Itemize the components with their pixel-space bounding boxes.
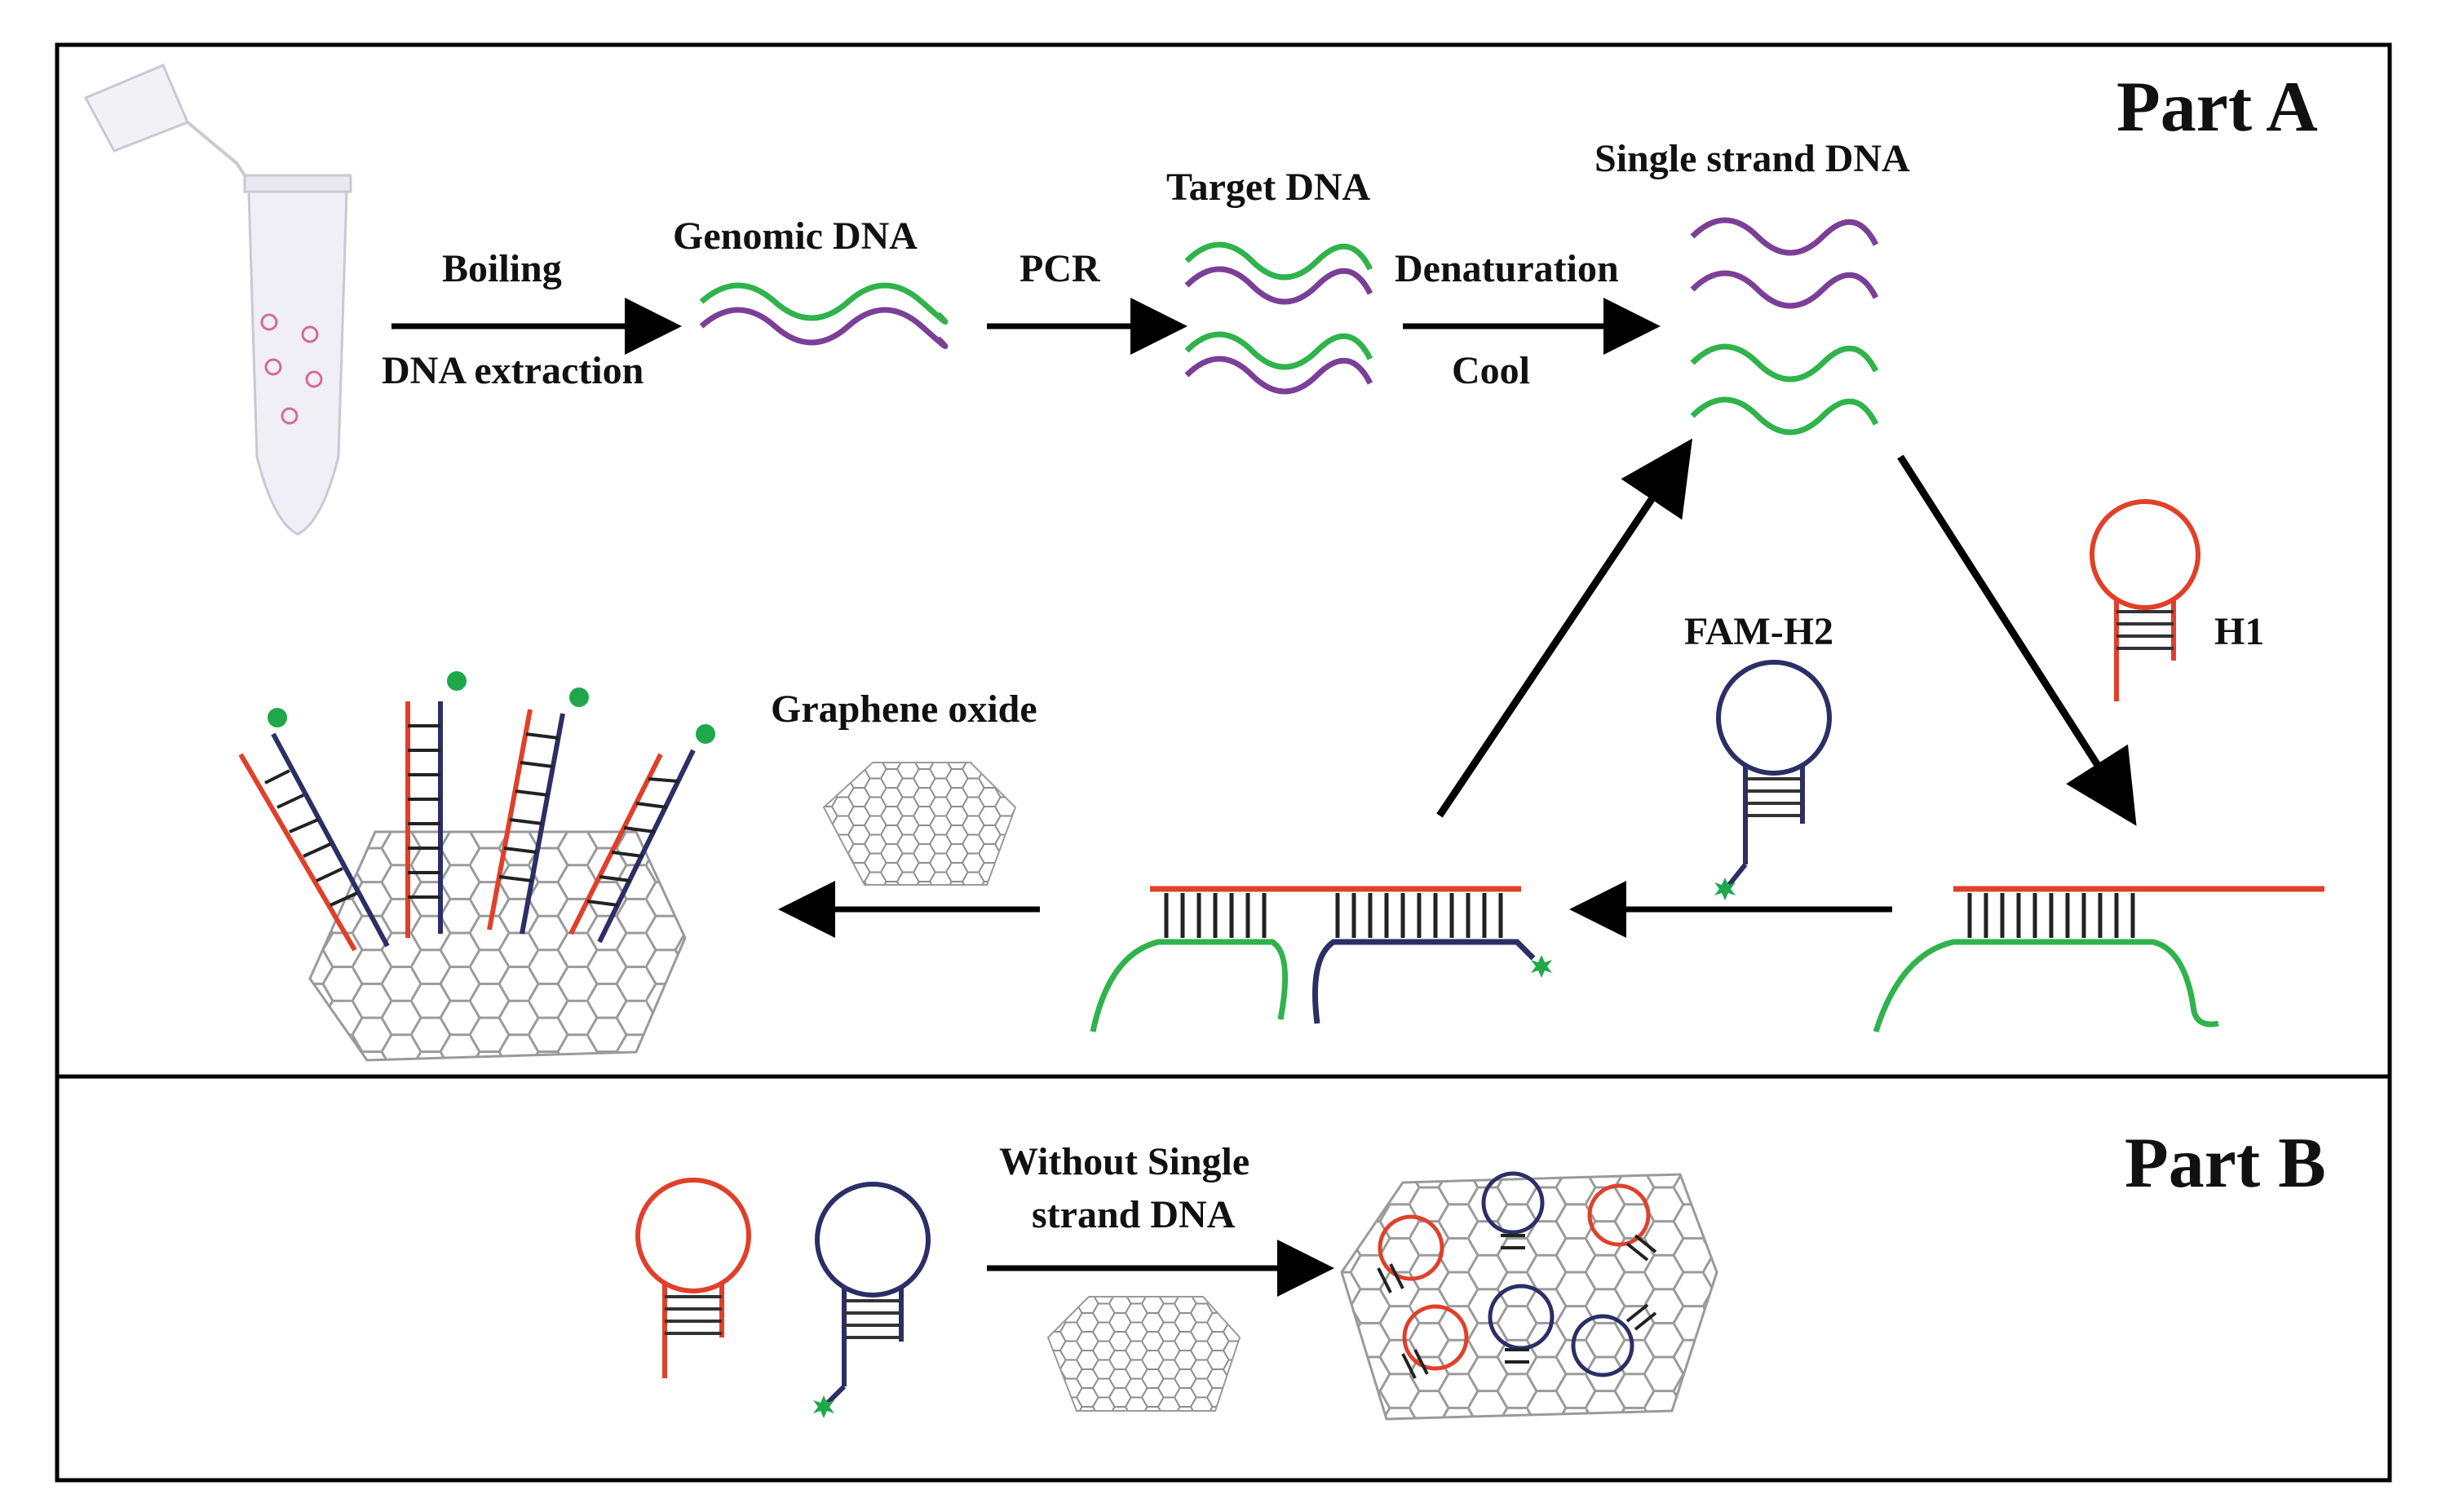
h1-hairpin (2090, 499, 2200, 701)
part-b-frame (55, 1074, 2392, 1483)
label-cool: Cool (1452, 349, 1530, 392)
label-target-dna: Target DNA (1166, 166, 1371, 209)
fam-label-1-icon (268, 708, 287, 727)
fam-label-2-icon (447, 671, 467, 691)
fam-star-complex-icon (1531, 955, 1552, 978)
label-h1: H1 (2214, 610, 2264, 653)
sample-tube (83, 64, 352, 536)
single-strand-dna (1690, 217, 1879, 435)
label-graphene-oxide: Graphene oxide (771, 687, 1037, 731)
genomic-dna-strands (699, 282, 949, 349)
arrow-to-h1-duplex (1897, 454, 2137, 826)
part-a-title: Part A (2116, 68, 2318, 147)
graphene-oxide-sheet-a (822, 762, 1017, 886)
h1-target-duplex (1873, 886, 2324, 1033)
label-pcr: PCR (1019, 247, 1101, 290)
fam-h2-hairpin (1716, 660, 1832, 886)
label-boiling: Boiling (442, 247, 562, 290)
part-b-fam-h2-hairpin (815, 1182, 931, 1405)
fam-label-3-icon (569, 687, 589, 707)
label-dna-extraction: DNA extraction (382, 349, 644, 392)
graphene-oxide-sheet-b (1046, 1296, 1241, 1412)
arrow-release (1436, 438, 1693, 818)
adsorbed-hairpins (1340, 1171, 1718, 1421)
label-fam-h2: FAM-H2 (1684, 610, 1833, 653)
label-single-strand-dna: Single strand DNA (1594, 137, 1910, 180)
h1-h2-target-complex (1090, 886, 1536, 1032)
part-b-h1-hairpin (635, 1178, 751, 1378)
part-b-title: Part B (2125, 1124, 2326, 1203)
label-without-single: Without Single (999, 1140, 1249, 1183)
label-genomic-dna: Genomic DNA (673, 214, 918, 258)
fam-label-4-icon (696, 724, 715, 744)
graphene-with-duplexes (238, 671, 715, 1062)
target-dna-strands (1184, 241, 1373, 395)
label-strand-dna: strand DNA (1032, 1193, 1236, 1236)
label-denaturation: Denaturation (1395, 247, 1619, 290)
